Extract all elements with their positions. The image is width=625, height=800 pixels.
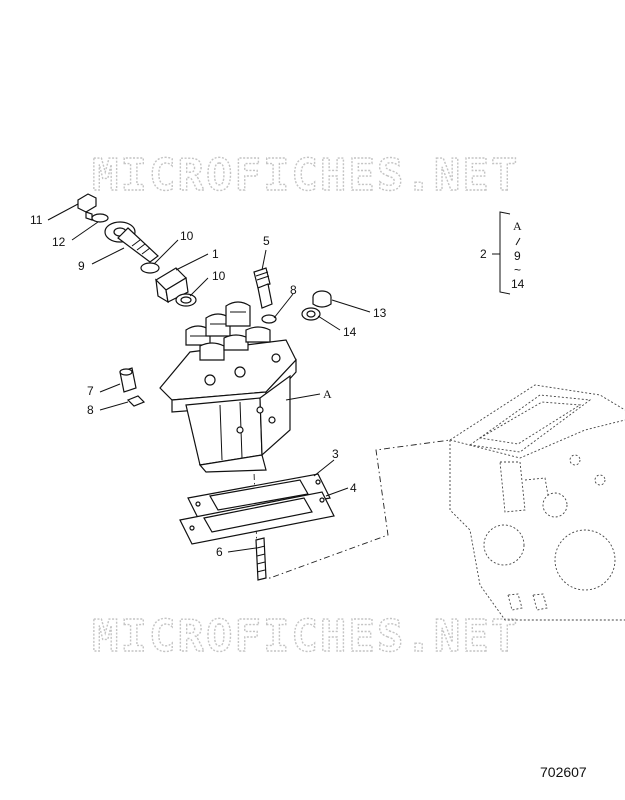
spacer-nut [119, 367, 137, 393]
leader-lines [47, 203, 511, 553]
callout-9: 9 [78, 259, 85, 273]
callout-7: 7 [87, 384, 94, 398]
callout-8-right: 8 [290, 283, 297, 297]
sealing-washer [91, 213, 109, 223]
callout-6: 6 [216, 545, 223, 559]
callout-8-left: 8 [87, 403, 94, 417]
reference-letter-a: A [323, 387, 332, 401]
centerline-stud-to-block [260, 439, 451, 579]
callout-14: 14 [343, 325, 357, 339]
washer-left [126, 395, 146, 407]
callout-3: 3 [332, 447, 339, 461]
kit-lower: 14 [511, 277, 525, 291]
banjo-bolt [77, 193, 97, 221]
washer-right [261, 314, 277, 324]
copper-washer-lower-hole [180, 296, 192, 304]
gasket-upper [187, 473, 331, 523]
callout-10-upper: 10 [180, 229, 194, 243]
mounting-stud [255, 537, 267, 581]
kit-ref-a: A [513, 219, 522, 233]
kit-slash [515, 237, 521, 246]
copper-washer-upper [140, 262, 160, 274]
callout-4: 4 [350, 481, 357, 495]
callout-5: 5 [263, 234, 270, 248]
kit-upper: 9 [514, 249, 521, 263]
valve-holder [155, 267, 189, 304]
injection-pump [159, 301, 297, 473]
banjo-fitting [104, 221, 159, 263]
callout-2: 2 [480, 247, 487, 261]
plug [312, 290, 332, 308]
watermark-bottom: MICROFICHES.NET [92, 611, 519, 662]
callout-11: 11 [30, 213, 43, 227]
figure-number: 702607 [540, 764, 587, 780]
callout-1: 1 [212, 247, 219, 261]
plug-washer-hole [306, 310, 316, 318]
watermark-top: MICROFICHES.NET [92, 150, 519, 201]
callout-10-lower: 10 [212, 269, 226, 283]
bleed-screw [253, 267, 273, 309]
engine-block-outline [449, 384, 625, 621]
kit-separator: ~ [514, 263, 521, 277]
callout-12: 12 [52, 235, 66, 249]
callout-13: 13 [373, 306, 387, 320]
gasket-lower [179, 491, 335, 545]
